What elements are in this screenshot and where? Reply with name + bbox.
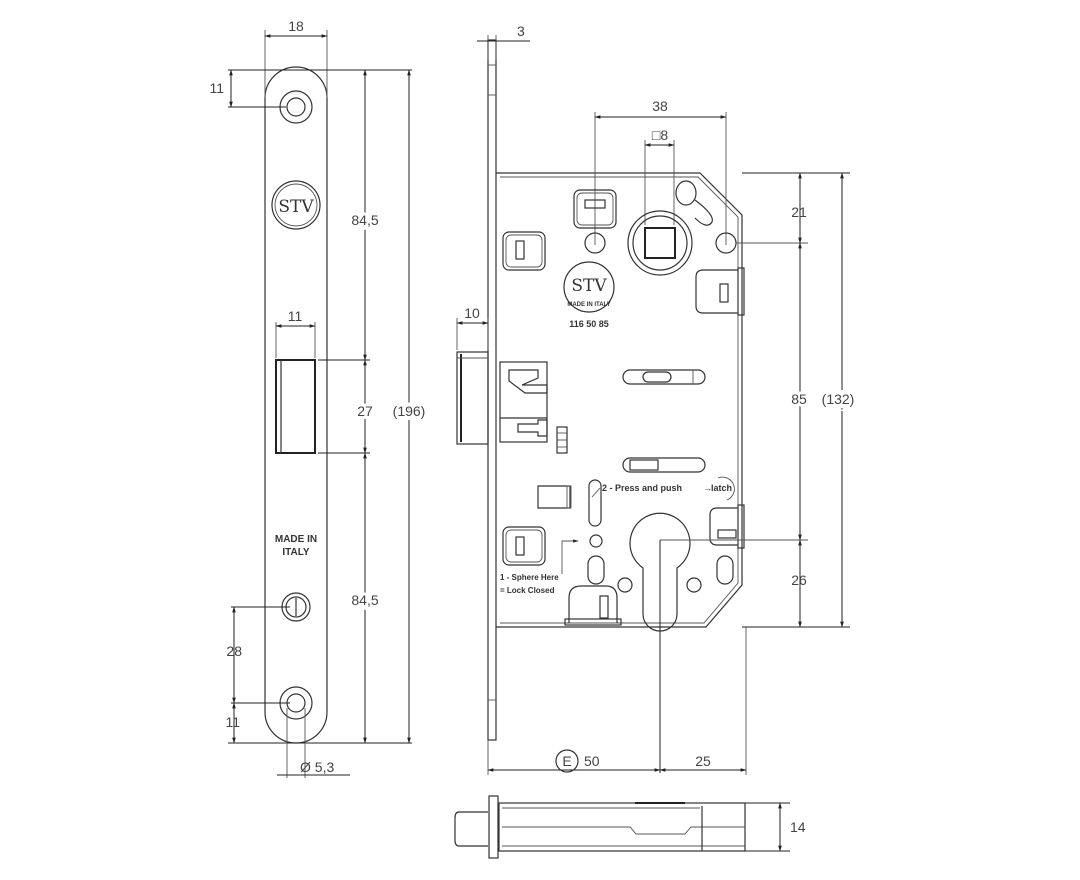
dim-faceplate-width: 18 [288, 18, 304, 34]
dim-spindle-square: □8 [652, 127, 668, 143]
fixing-tab-top [573, 189, 617, 229]
instruction-step2-suffix: latch [711, 483, 732, 493]
svg-text:STV: STV [571, 276, 607, 296]
release-slot [588, 479, 602, 527]
dim-backset: 50 [584, 753, 600, 769]
svg-text:STV: STV [278, 197, 314, 217]
lock-body-view: 3 38 □8 [456, 23, 858, 775]
latch-side [454, 811, 488, 847]
fixing-tab-left [502, 231, 546, 271]
faceplate-view: STV MADE IN ITALY 18 11 84,5 11 [209, 18, 429, 778]
dim-latch-projection: 10 [464, 305, 480, 321]
dim-hole-diameter: Ø 5,3 [300, 759, 334, 775]
dim-cylinder-to-bottom: 26 [791, 572, 807, 588]
part-number-label: 116 50 85 [569, 319, 609, 329]
sphere-indicator-hole [589, 534, 603, 548]
backset-symbol-icon [555, 749, 579, 773]
stv-logo-icon: STV [271, 180, 321, 230]
latch-mechanism [499, 361, 548, 443]
body-stv-logo-icon: STV MADE IN ITALY [563, 261, 615, 313]
dim-upper-span: 84,5 [351, 212, 378, 228]
instruction-step2: 2 - Press and push [602, 483, 682, 493]
instruction-step1-line2: = Lock Closed [500, 586, 555, 595]
guide-slot-upper [622, 369, 706, 385]
latch-window [275, 359, 316, 454]
dim-top-to-spindle: 21 [791, 204, 807, 220]
made-in-label: MADE IN [275, 534, 317, 545]
italy-label: ITALY [282, 547, 310, 558]
fixing-tab-right-upper [695, 269, 738, 314]
dim-thickness: 14 [790, 819, 806, 835]
spindle-hub-icon [627, 210, 693, 276]
latch-bolt [456, 351, 489, 445]
dim-window-height: 27 [357, 403, 373, 419]
side-view: 14 [454, 795, 806, 859]
dim-plate-thickness: 3 [517, 23, 525, 39]
dim-case-height: (132) [822, 391, 855, 407]
fixing-tab-bottom-left [502, 526, 546, 566]
forend-side [488, 795, 499, 859]
lock-case-outline [496, 172, 743, 628]
forend-plate [487, 39, 497, 741]
fixing-tab-bottom [568, 585, 618, 623]
dim-window-width: 11 [288, 308, 303, 324]
mounting-hole-left-icon [584, 232, 606, 254]
dim-overall-length: (196) [393, 403, 426, 419]
dim-bottom-hole-offset: 11 [225, 714, 240, 730]
instruction-step1-line1: 1 - Sphere Here [500, 573, 559, 582]
backset-label: E [562, 753, 571, 769]
dim-lower-span: 84,5 [351, 592, 378, 608]
dim-cylinder-to-back: 25 [695, 753, 711, 769]
dim-spindle-to-cylinder: 85 [791, 391, 807, 407]
rotate-arrow-icon [717, 476, 735, 501]
instruction-step2-arrow: → [703, 483, 712, 493]
sphere-arrow-icon [561, 539, 579, 574]
dim-top-hole-offset: 11 [209, 80, 224, 96]
latch-follower [537, 485, 571, 509]
stop-pin-icon [675, 180, 697, 206]
euro-cylinder-cutout [629, 512, 691, 632]
svg-text:MADE IN ITALY: MADE IN ITALY [567, 302, 610, 308]
guide-slot-lower [622, 457, 706, 473]
faceplate-outline [264, 66, 328, 744]
fixing-tab-right-lower [709, 507, 738, 546]
dim-hole-spacing: 28 [226, 643, 242, 659]
dim-spindle-hole-spacing: 38 [652, 98, 668, 114]
